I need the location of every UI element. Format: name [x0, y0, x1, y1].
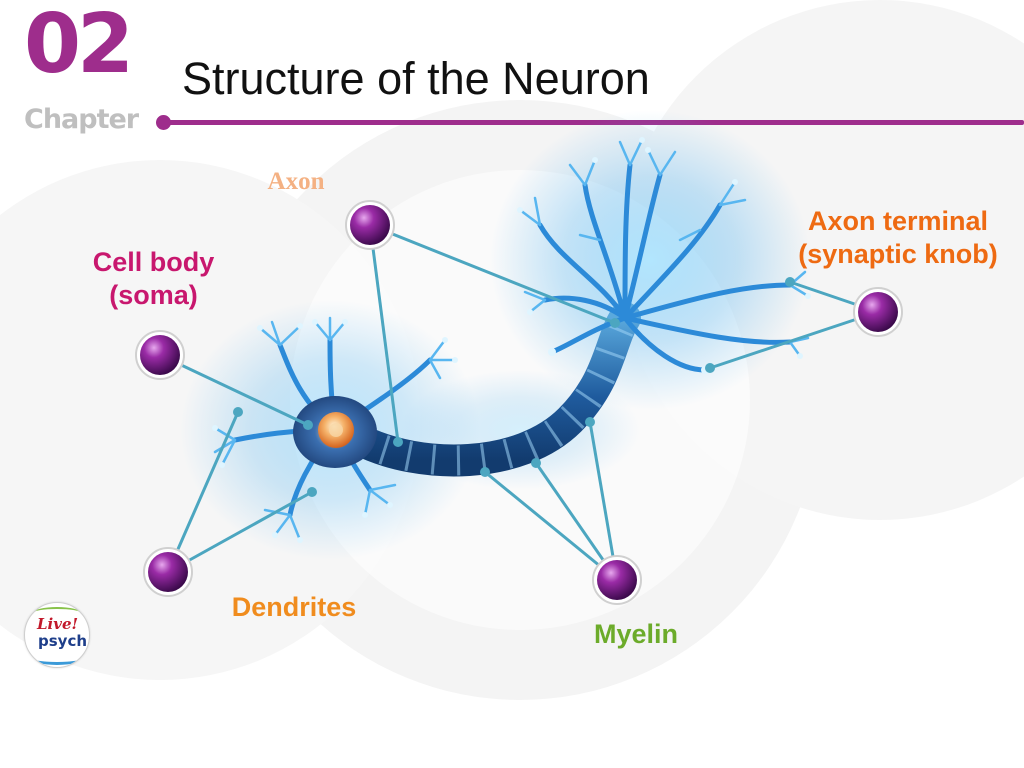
label-axon-terminal: Axon terminal (synaptic knob): [776, 205, 1020, 271]
purple-sphere-marker-icon: [135, 330, 185, 380]
label-axon: Axon: [267, 168, 325, 195]
title-rule-dot: [156, 115, 171, 130]
connector-axon-b: [369, 223, 616, 325]
connector-end-dots: [233, 277, 795, 497]
logo-text-psych: psych: [38, 632, 88, 650]
connector-myelin-c: [588, 421, 619, 581]
label-cell-body: Cell body (soma): [66, 246, 241, 312]
connector-cell-body: [159, 353, 309, 427]
chapter-number: 02: [24, 0, 134, 92]
label-axon-terminal-line1: Axon terminal: [807, 206, 989, 236]
logo-arc-bottom: [29, 650, 85, 665]
connector-dendrites-a: [166, 411, 240, 573]
purple-sphere-marker-icon: [345, 200, 395, 250]
live-psych-logo-icon: Live! psych: [24, 602, 90, 668]
label-axon-terminal-line2: (synaptic knob): [798, 238, 998, 269]
purple-sphere-marker-icon: [853, 287, 903, 337]
chapter-label: Chapter: [24, 104, 139, 135]
logo-arc-top: [33, 607, 81, 619]
knob-markers: [135, 200, 903, 605]
connector-terminal-b: [709, 310, 879, 370]
label-cell-body-line2: (soma): [109, 279, 198, 310]
label-dendrites: Dendrites: [231, 592, 357, 622]
label-cell-body-line1: Cell body: [92, 247, 215, 277]
neuron-illustration-icon: [180, 110, 811, 560]
purple-sphere-marker-icon: [143, 547, 193, 597]
label-myelin: Myelin: [593, 619, 679, 649]
purple-sphere-marker-icon: [592, 555, 642, 605]
connector-axon-a: [368, 224, 400, 443]
connector-myelin-a: [484, 470, 618, 582]
connector-dendrites-b: [167, 490, 313, 574]
logo-text-live: Live!: [37, 615, 79, 633]
page-title: Structure of the Neuron: [182, 53, 650, 104]
